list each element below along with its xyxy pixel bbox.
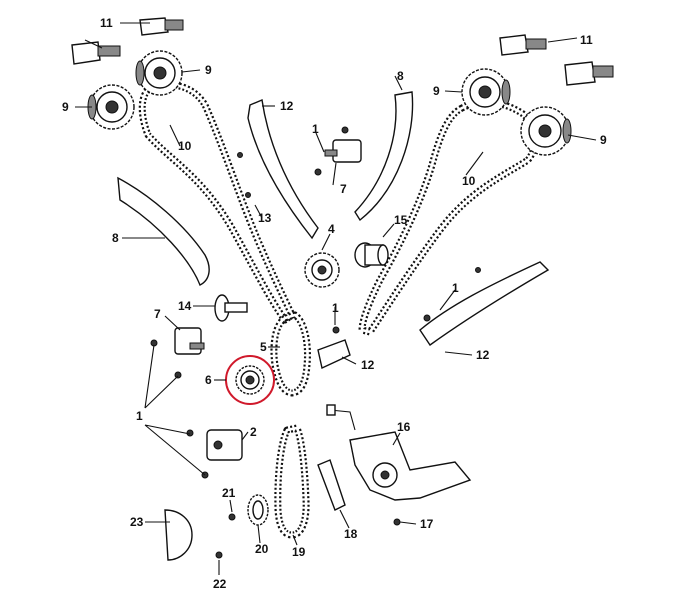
callout-23: 23 bbox=[130, 515, 144, 529]
callout-15: 15 bbox=[394, 213, 408, 227]
callout-12: 12 bbox=[476, 348, 490, 362]
timing-chain-right bbox=[358, 99, 539, 336]
vvt-sprocket-left-lower bbox=[87, 84, 135, 130]
idler-pin bbox=[214, 294, 248, 322]
timing-chain-left bbox=[138, 81, 296, 324]
callout-6: 6 bbox=[205, 373, 212, 387]
oil-control-solenoid-left-lower bbox=[71, 41, 121, 65]
timing-cover-plate bbox=[164, 509, 193, 561]
callout-22: 22 bbox=[213, 577, 227, 591]
callout-8: 8 bbox=[112, 231, 119, 245]
callout-1: 1 bbox=[312, 122, 319, 136]
crankshaft-sprocket bbox=[235, 365, 265, 395]
callout-1: 1 bbox=[332, 301, 339, 315]
callout-labels: 11 11 9 9 9 9 10 10 8 8 12 12 12 13 1 1 … bbox=[62, 16, 607, 591]
bolt-icon bbox=[150, 126, 431, 559]
primary-chain bbox=[270, 311, 311, 397]
callout-1: 1 bbox=[136, 409, 143, 423]
callout-11: 11 bbox=[100, 16, 113, 30]
callout-17: 17 bbox=[420, 517, 434, 531]
vvt-sprocket-right-lower bbox=[520, 106, 572, 156]
callout-9: 9 bbox=[205, 63, 212, 77]
vvt-sprocket-left-upper bbox=[135, 50, 183, 96]
oil-pump-chain-guide bbox=[317, 459, 346, 511]
callout-1: 1 bbox=[452, 281, 459, 295]
chain-guide-primary bbox=[317, 339, 351, 370]
primary-chain-tensioner bbox=[206, 429, 243, 461]
callout-11: 11 bbox=[580, 33, 593, 47]
tensioner-arm-left bbox=[117, 176, 210, 286]
callout-21: 21 bbox=[222, 486, 236, 500]
oil-control-solenoid-left-upper bbox=[139, 17, 184, 36]
callout-13: 13 bbox=[258, 211, 272, 225]
callout-12: 12 bbox=[361, 358, 375, 372]
callout-4: 4 bbox=[328, 222, 335, 236]
callout-20: 20 bbox=[255, 542, 269, 556]
oil-pump-sprocket bbox=[247, 494, 269, 526]
callout-14: 14 bbox=[178, 299, 192, 313]
callout-10: 10 bbox=[178, 139, 192, 153]
callout-5: 5 bbox=[260, 340, 267, 354]
chain-guide-left-upper bbox=[237, 99, 319, 240]
callout-9: 9 bbox=[433, 84, 440, 98]
chain-tensioner-upper bbox=[324, 139, 362, 163]
callout-18: 18 bbox=[344, 527, 358, 541]
callout-19: 19 bbox=[292, 545, 306, 559]
leader-lines bbox=[75, 22, 597, 575]
oil-pump-chain bbox=[274, 424, 310, 539]
chain-guide-right bbox=[419, 261, 550, 346]
oil-control-solenoid-right-upper bbox=[499, 34, 547, 56]
idler-sprocket bbox=[304, 252, 340, 288]
chain-tensioner-lower bbox=[174, 327, 205, 355]
callout-12: 12 bbox=[280, 99, 294, 113]
vvt-sprocket-right-upper bbox=[461, 68, 511, 116]
tensioner-arm-right bbox=[354, 91, 414, 222]
callout-8: 8 bbox=[397, 69, 404, 83]
callout-2: 2 bbox=[250, 425, 257, 439]
idler-shaft bbox=[354, 242, 389, 268]
callout-9: 9 bbox=[600, 133, 607, 147]
oil-pump bbox=[349, 431, 472, 501]
callout-9: 9 bbox=[62, 100, 69, 114]
oil-pick-up-tube bbox=[326, 404, 356, 431]
callout-7: 7 bbox=[340, 182, 347, 196]
callout-7: 7 bbox=[154, 307, 161, 321]
callout-10: 10 bbox=[462, 174, 476, 188]
callout-16: 16 bbox=[397, 420, 411, 434]
oil-control-solenoid-right-lower bbox=[564, 61, 614, 86]
